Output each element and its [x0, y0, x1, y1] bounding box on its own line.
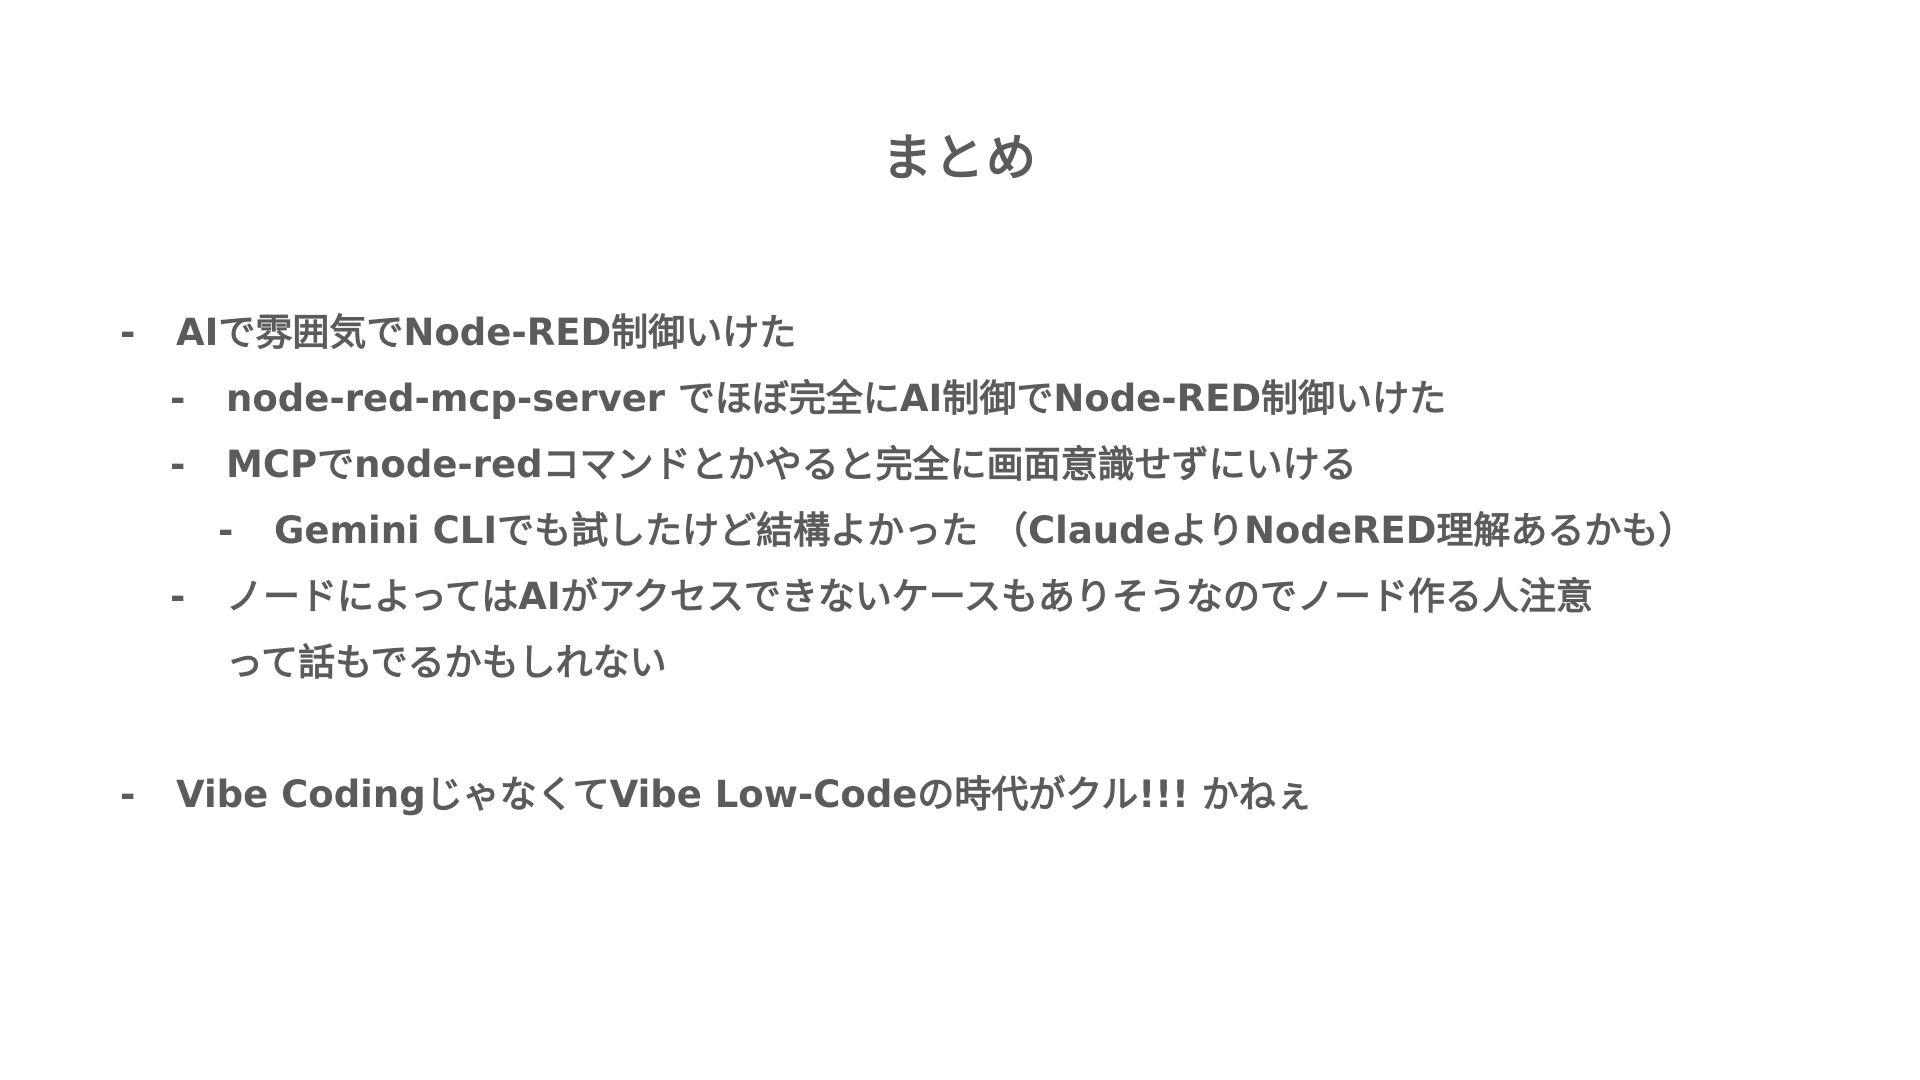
bullet-marker: -: [170, 575, 186, 618]
bullet-text-line-2: って話もでるかもしれない: [226, 641, 667, 684]
bullet-text: AIで雰囲気でNode-RED制御いけた: [176, 311, 797, 354]
bullet-marker: -: [120, 311, 136, 354]
bullet-text: MCPでnode-redコマンドとかやると完全に画面意識せずにいける: [226, 443, 1357, 486]
bullet-text: node-red-mcp-server でほぼ完全にAI制御でNode-RED制…: [226, 377, 1447, 420]
bullet-marker: -: [170, 443, 186, 486]
bullet-text: Gemini CLIでも試したけど結構よかった （ClaudeよりNodeRED…: [274, 509, 1696, 552]
slide-title: まとめ: [882, 129, 1038, 187]
bullet-marker: -: [218, 509, 234, 552]
bullet-marker: -: [170, 377, 186, 420]
bullet-text-line-1: ノードによってはAIがアクセスできないケースもありそうなのでノード作る人注意: [226, 575, 1593, 618]
bullet-text: Vibe CodingじゃなくてVibe Low-Codeの時代がクル!!! か…: [176, 773, 1313, 816]
bullet-marker: -: [120, 773, 136, 816]
